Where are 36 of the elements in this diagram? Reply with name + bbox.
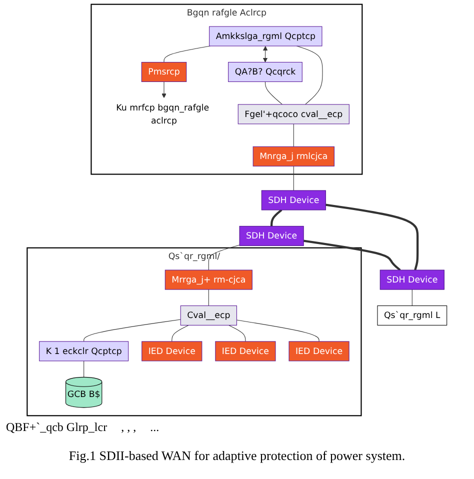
node-box: SDH Device (261, 190, 326, 210)
connector (228, 324, 246, 342)
node-box: K 1 eckclr Qcptcp (39, 341, 129, 362)
node-box: IED Device (215, 341, 276, 362)
node-box: Fgel'+qcoco cval__ecp (238, 104, 350, 124)
connector (236, 320, 320, 342)
node-box: Qs`qr_rgml L (377, 305, 448, 326)
note-text: QBF+`_qcb Glrp_lcr (6, 420, 108, 435)
connector (326, 204, 419, 270)
connector (293, 166, 294, 191)
connector (303, 240, 401, 271)
node-box: IED Device (142, 341, 202, 362)
connector (164, 46, 210, 62)
connector (293, 124, 294, 147)
connector (270, 209, 282, 226)
node-box: Mrrga_j+ rm-cjca (164, 270, 252, 290)
node-box: Pmsrcp (141, 62, 187, 82)
connector (172, 324, 189, 342)
connector (264, 81, 283, 105)
note-text: ... (150, 420, 160, 435)
connector (296, 46, 323, 105)
node-box: IED Device (288, 341, 350, 362)
node-box: Amkkslga_rgml Qcptcp (209, 26, 322, 46)
connector (208, 244, 240, 270)
arrow (262, 46, 268, 62)
node-box: Mnrga_j rmlcjca (252, 146, 334, 166)
note-text: , , , (121, 420, 136, 435)
node-box: SDH Device (239, 226, 304, 246)
node-text: Ku mrfcp bgqn_rafgle aclrcp (116, 102, 210, 126)
node-box: Cval__ecp (180, 305, 237, 326)
figure-caption: Fig.1 SDII-based WAN for adaptive protection of power system. (68, 448, 406, 464)
node-box: QA?B? Qcqrck (228, 62, 302, 82)
connector (208, 289, 209, 306)
arrow (162, 81, 166, 98)
connector (84, 319, 181, 342)
node-box: SDH Device (380, 270, 444, 290)
